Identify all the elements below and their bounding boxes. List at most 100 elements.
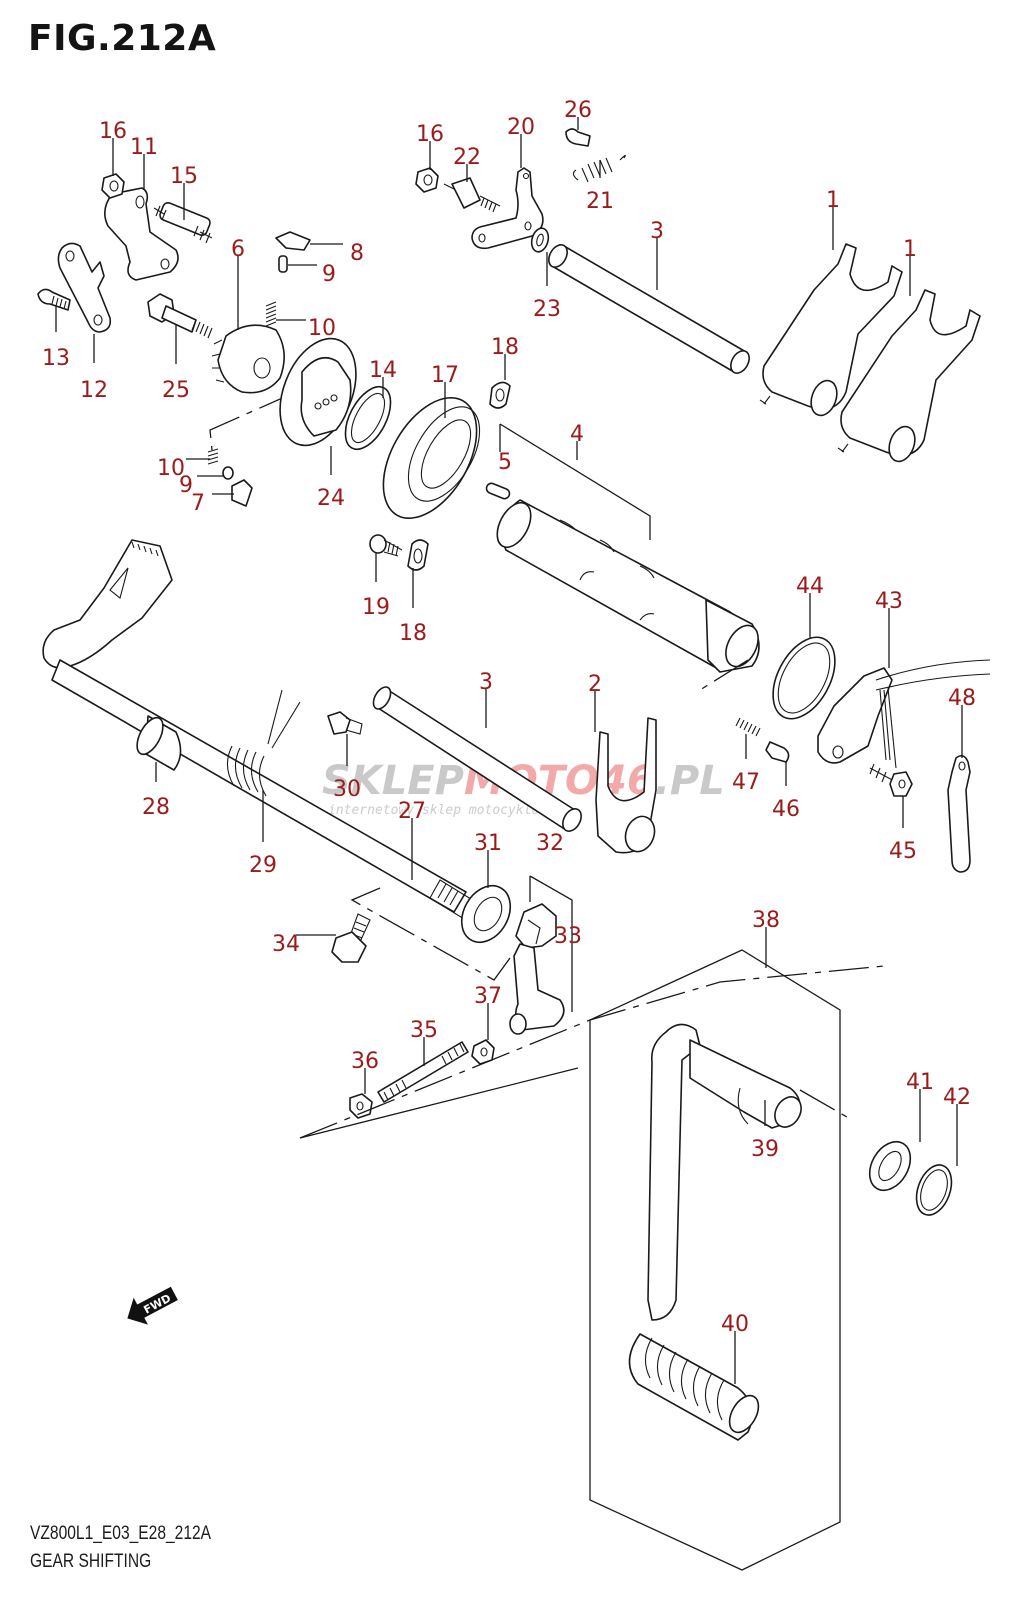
part-nut-36 [349,1093,373,1119]
callout-42-circlip[interactable]: 42 [943,1085,971,1110]
callout-28-collar[interactable]: 28 [142,795,170,820]
part-gear-position-switch-43 [817,659,991,769]
callout-6-cam-stopper-plate[interactable]: 6 [231,237,245,262]
part-gear-shift-arm-33 [509,903,565,1035]
callout-41-washer[interactable]: 41 [906,1070,934,1095]
callout-48-clamp[interactable]: 48 [948,686,976,711]
callout-46-switch-contact[interactable]: 46 [772,797,800,822]
callout-14-oil-seal[interactable]: 14 [369,358,397,383]
callout-34-bolt[interactable]: 34 [272,932,300,957]
watermark-tagline: internetowy sklep motocyklowy [328,803,555,818]
callout-18-washer[interactable]: 18 [491,335,519,360]
figure-code: VZ800L1_E03_E28_212A [30,1523,212,1544]
part-gear-shift-fork-2 [595,717,657,854]
callout-31-oil-seal[interactable]: 31 [474,831,502,856]
callout-5-cam-pin[interactable]: 5 [498,450,512,475]
part-pin-9-upper [278,255,288,273]
callout-10-spring[interactable]: 10 [157,456,185,481]
callout-45-bolt[interactable]: 45 [889,839,917,864]
bracket-38 [589,949,841,1571]
callout-32-gear-shift-arm[interactable]: 32 [536,831,564,856]
figure-name: GEAR SHIFTING [30,1551,152,1572]
assembly-line-bolt-34 [350,887,511,981]
callout-36-nut[interactable]: 36 [351,1049,379,1074]
part-cam-pin-5 [485,482,511,500]
part-spring-47 [735,717,761,737]
callout-44-o-ring[interactable]: 44 [796,574,824,599]
part-pin-9-lower [222,466,234,480]
callout-27-gear-shift-shaft[interactable]: 27 [398,799,426,824]
callout-17-bearing[interactable]: 17 [431,363,459,388]
part-o-ring-44 [772,636,836,720]
callout-13-screw[interactable]: 13 [42,346,70,371]
callout-18-washer[interactable]: 18 [399,621,427,646]
callout-40-lever-rubber[interactable]: 40 [721,1312,749,1337]
callout-16-nut[interactable]: 16 [99,119,127,144]
callout-26-screw[interactable]: 26 [564,98,592,123]
callout-16-nut[interactable]: 16 [416,122,444,147]
callout-11-cam-stopper[interactable]: 11 [130,135,158,160]
part-fork-shaft-3-lower [372,686,582,832]
callout-12-stopper-plate[interactable]: 12 [80,378,108,403]
figure-footer: VZ800L1_E03_E28_212A GEAR SHIFTING [30,1520,211,1576]
part-return-spring-29 [226,689,301,797]
part-cam-guide-24 [279,337,357,447]
callout-1-gear-shift-fork[interactable]: 1 [826,188,840,213]
part-spring-10-lower [207,448,219,465]
callout-3-fork-shaft[interactable]: 3 [650,219,664,244]
part-circlip-42 [915,1164,953,1216]
part-lever-shaft-39 [737,1087,749,1125]
callout-33-gear-shift-arm[interactable]: 33 [554,924,582,949]
callout-9-pin[interactable]: 9 [179,473,193,498]
callout-29-return-spring[interactable]: 29 [249,853,277,878]
watermark-grey-text: SKLEP [322,758,464,804]
callout-47-spring[interactable]: 47 [732,770,760,795]
callout-30-spring-stopper[interactable]: 30 [333,777,361,802]
callout-37-nut[interactable]: 37 [474,984,502,1009]
callout-10-spring[interactable]: 10 [308,316,336,341]
part-gear-shift-lever-38 [647,1023,802,1321]
callout-4-gear-shift-cam[interactable]: 4 [570,422,584,447]
part-washer-18-upper [489,381,511,409]
callout-3-fork-shaft[interactable]: 3 [479,670,493,695]
callout-7-pawl[interactable]: 7 [191,491,205,516]
bracket-4 [499,423,651,540]
callout-43-gear-position-switch[interactable]: 43 [875,589,903,614]
part-pawl-7 [231,479,253,507]
part-nut-16-right [415,167,439,193]
callout-22-stud[interactable]: 22 [453,145,481,170]
callout-2-gear-shift-fork[interactable]: 2 [588,672,602,697]
part-link-rod-35 [377,1041,469,1103]
part-washer-18-lower [407,539,429,571]
part-gear-shift-fork-1-b [837,289,981,463]
watermark: SKLEPMOTO46.PL internetowy sklep motocyk… [322,758,725,818]
callout-15-stud-bolt[interactable]: 15 [170,164,198,189]
callout-1-gear-shift-fork[interactable]: 1 [903,237,917,262]
callout-8-pawl[interactable]: 8 [350,241,364,266]
part-lever-rubber-40 [628,1333,760,1441]
callout-25-bolt[interactable]: 25 [162,378,190,403]
part-cam-stopper-11 [104,187,179,281]
part-fork-shaft-3-upper [548,244,750,374]
assembly-line-washer [799,1089,853,1121]
figure-title: FIG.212A [28,18,217,59]
part-oil-seal-14 [344,386,392,450]
callout-24-cam-guide[interactable]: 24 [317,486,345,511]
callout-21-spring[interactable]: 21 [586,189,614,214]
part-screw-13 [37,288,71,311]
part-spring-stopper-30 [327,711,363,735]
callout-20-cam-stopper-arm[interactable]: 20 [507,115,535,140]
watermark-suffix-text: .PL [655,758,725,804]
part-bolt-34 [331,913,371,963]
callout-9-pin[interactable]: 9 [322,262,336,287]
callout-23-washer[interactable]: 23 [533,297,561,322]
part-pawl-8 [275,231,311,251]
callout-38-gear-shift-lever[interactable]: 38 [752,908,780,933]
callout-19-bolt[interactable]: 19 [362,595,390,620]
part-washer-23 [530,227,550,253]
bracket-32-33 [529,875,573,1012]
callout-39-lever-shaft[interactable]: 39 [751,1137,779,1162]
callout-35-link-rod[interactable]: 35 [410,1018,438,1043]
